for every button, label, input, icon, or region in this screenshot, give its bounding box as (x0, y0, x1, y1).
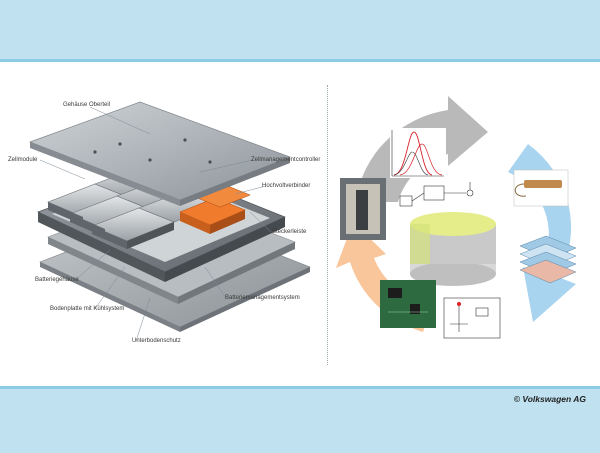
label-hochvoltverbinder: Hochvoltverbinder (262, 183, 311, 189)
label-unterbodenschutz: Unterbodenschutz (132, 338, 181, 344)
label-zellmodule: Zellmodule (8, 157, 38, 163)
top-band (0, 0, 600, 62)
label-batteriegehaeuse: Batteriegehäuse (35, 277, 79, 283)
housing-lid (29, 101, 291, 201)
panel-divider (327, 85, 328, 365)
label-zellmanagementcontroller: Zellmanagementcontroller (251, 157, 321, 163)
battery-cell-cylinder (410, 212, 496, 286)
sensor-photo (513, 169, 569, 207)
cycle-illustration (336, 96, 577, 339)
control-diagram (399, 182, 474, 207)
high-voltage-module (179, 184, 251, 234)
cell-stack (519, 235, 577, 284)
battery-exploded-view: Gehäuse Oberteil Zellmodule Zellmanageme… (0, 62, 327, 386)
label-gehaeuse-oberteil: Gehäuse Oberteil (63, 102, 111, 108)
battery-illustration (29, 101, 311, 342)
label-bodenplatte: Bodenplatte mit Kühlsystem (50, 306, 125, 312)
pcb-photo (380, 280, 436, 328)
research-cycle: © Volkswagen AG (328, 62, 600, 404)
label-steckerleiste: Steckerleiste (272, 229, 307, 235)
copyright-notice: © Volkswagen AG (513, 394, 586, 404)
label-batteriemanagementsystem: Batteriemanagementsystem (225, 295, 300, 301)
bottom-band (0, 386, 600, 453)
lab-photo (340, 178, 386, 240)
distribution-plot (390, 128, 446, 178)
circuit-schematic (443, 297, 501, 339)
